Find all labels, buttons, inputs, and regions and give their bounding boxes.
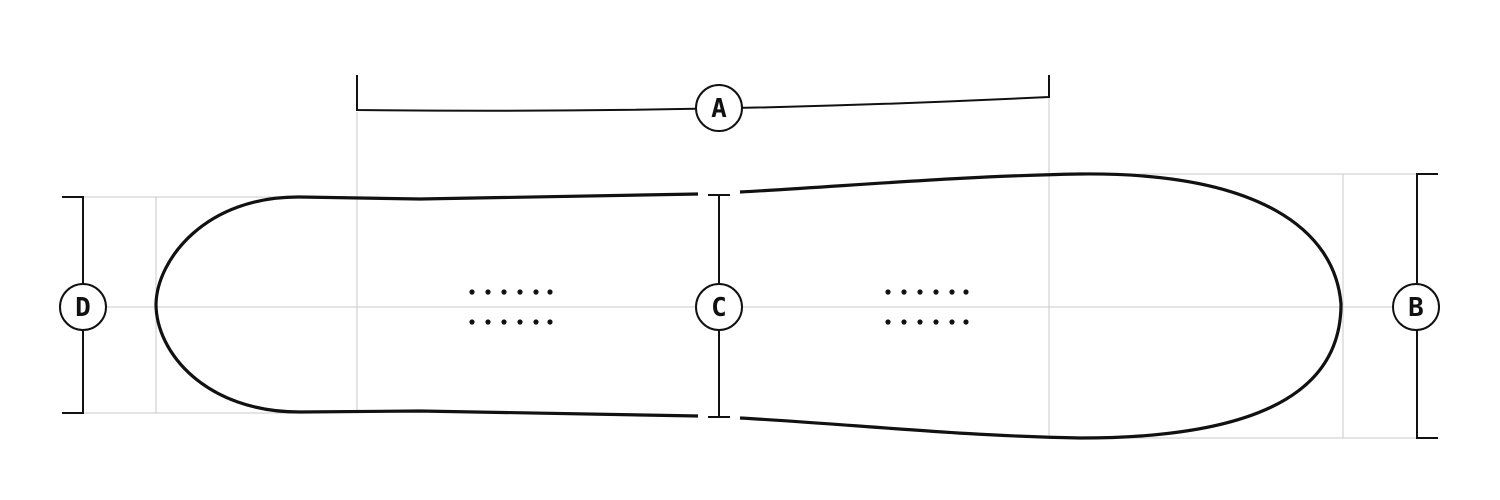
- insert-hole: [533, 319, 539, 325]
- insert-hole: [469, 289, 475, 295]
- insert-hole: [469, 319, 475, 325]
- rear-binding-inserts: [885, 289, 969, 325]
- dimension-b-marker: [1392, 283, 1440, 331]
- dimension-d-label: D: [75, 293, 91, 323]
- insert-hole: [963, 319, 969, 325]
- dimension-b: B: [1392, 173, 1440, 439]
- dimension-c-label: C: [711, 293, 727, 323]
- insert-hole: [501, 319, 507, 325]
- insert-hole: [485, 319, 491, 325]
- dimension-c-marker: [695, 283, 743, 331]
- insert-hole: [917, 289, 923, 295]
- insert-hole: [485, 289, 491, 295]
- insert-hole: [901, 319, 907, 325]
- insert-hole: [501, 289, 507, 295]
- insert-hole: [547, 319, 553, 325]
- dimension-d-marker: [59, 283, 107, 331]
- dimension-a-marker: [695, 84, 743, 132]
- dimension-d: D: [59, 196, 107, 414]
- insert-hole: [533, 289, 539, 295]
- dimension-b-label: B: [1408, 293, 1424, 323]
- insert-hole: [517, 319, 523, 325]
- front-binding-inserts: [469, 289, 553, 325]
- dimension-a-label: A: [711, 94, 727, 124]
- insert-hole: [547, 289, 553, 295]
- insert-hole: [933, 289, 939, 295]
- insert-hole: [963, 289, 969, 295]
- insert-hole: [901, 289, 907, 295]
- board-outline-nose-half: [154, 192, 699, 418]
- insert-hole: [933, 319, 939, 325]
- insert-hole: [917, 319, 923, 325]
- insert-hole: [949, 319, 955, 325]
- insert-hole: [885, 289, 891, 295]
- board-outline: [154, 172, 1343, 440]
- dimension-c: C: [695, 194, 743, 418]
- guide-lines: [60, 98, 1440, 439]
- dimension-a: A: [356, 75, 1050, 132]
- insert-hole: [949, 289, 955, 295]
- insert-hole: [885, 319, 891, 325]
- insert-hole: [517, 289, 523, 295]
- board-outline-tail-half: [739, 172, 1343, 440]
